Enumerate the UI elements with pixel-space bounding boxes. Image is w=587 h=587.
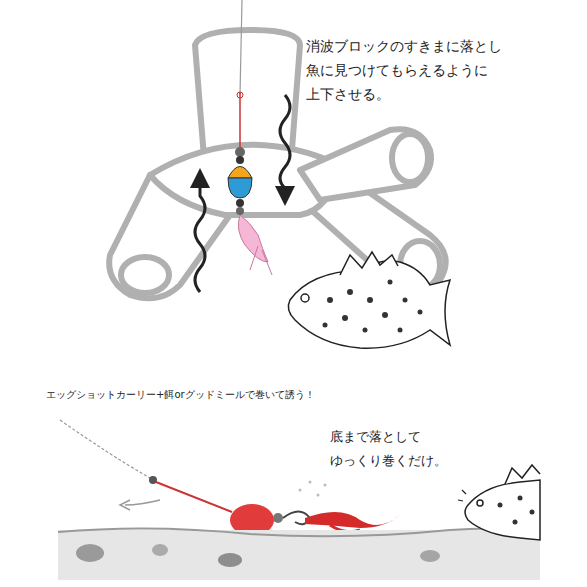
note-label: 魚に見つけてもらえるように [306,62,488,80]
note-label: 上下させる。 [306,86,390,104]
note-label: 消波ブロックのすきまに落とし [306,38,502,56]
note-label: エッグショットカーリー+餌orグッドミールで巻いて誘う！ [46,388,315,402]
note-label: 底まで落として [330,428,421,446]
note-label: ゆっくり巻くだけ。 [330,452,447,470]
